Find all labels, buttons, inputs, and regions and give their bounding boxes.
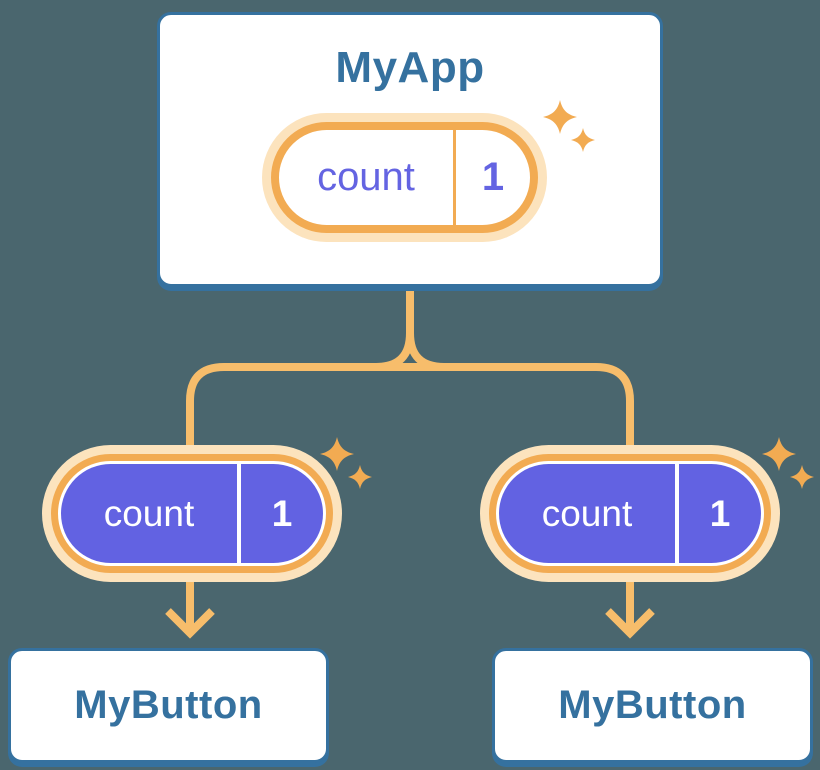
arrow-down-icon [165,608,215,639]
component-title: MyButton [74,683,263,727]
component-title: MyButton [558,683,747,727]
sparkle-icon [320,437,372,489]
component-card-mybutton-left: MyButton [8,648,329,763]
state-name: count [317,155,415,199]
stem-flare-left-line [375,285,414,371]
sparkle-icon [762,437,814,489]
stem-flare-right-line [406,285,445,371]
component-title: MyApp [335,43,485,92]
component-card-myapp: MyApp count 1 [157,12,663,287]
branch-bracket-line [186,363,634,634]
sparkle-icon [543,100,595,152]
state-pill: count 1 [262,113,547,242]
prop-value: 1 [237,464,323,563]
prop-name: count [541,492,633,534]
prop-pill: count 1 [42,445,342,582]
component-card-mybutton-right: MyButton [492,648,813,763]
arrow-down-icon [605,608,655,639]
prop-value: 1 [675,464,761,563]
state-value: 1 [453,130,530,225]
prop-name: count [103,492,195,534]
prop-pill: count 1 [480,445,780,582]
